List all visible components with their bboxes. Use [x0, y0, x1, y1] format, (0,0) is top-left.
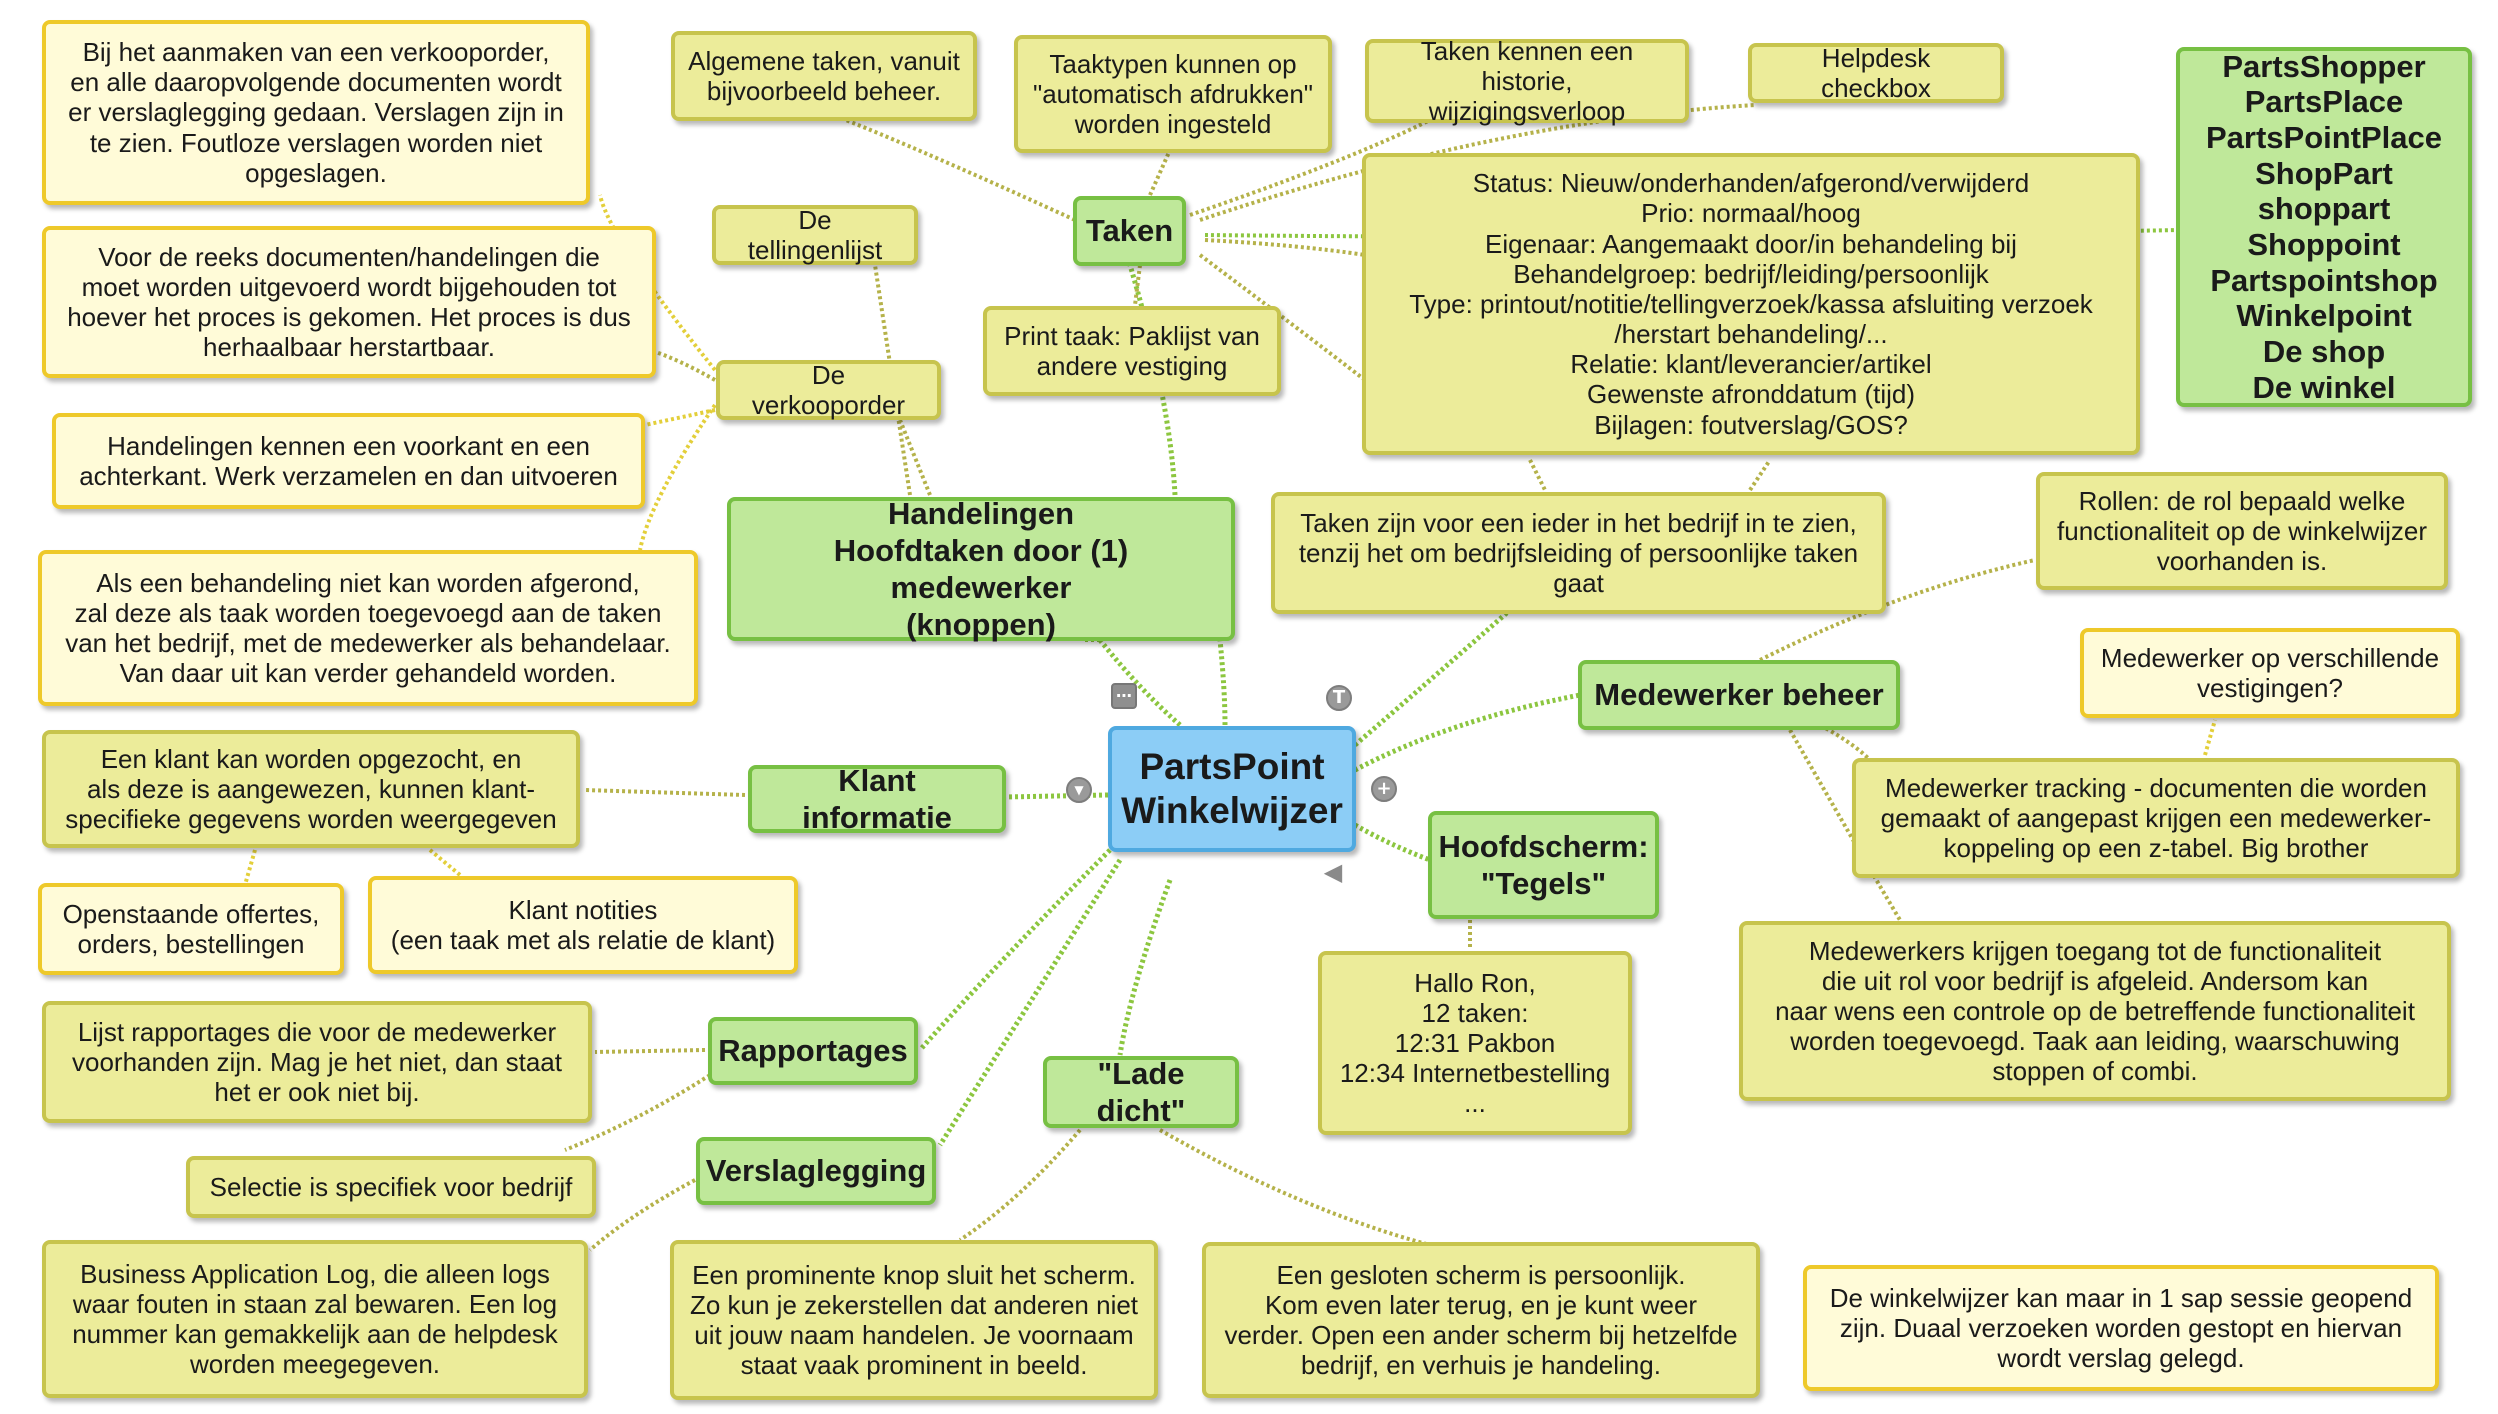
note-sap-sessie[interactable]: De winkelwijzer kan maar in 1 sap sessie…: [1803, 1265, 2439, 1391]
link-central-lade: [1117, 879, 1173, 1056]
note-lijst-rapportages[interactable]: Lijst rapportages die voor de medewerker…: [42, 1001, 592, 1123]
note-historie[interactable]: Taken kennen een historie, wijzigingsver…: [1365, 36, 1689, 126]
note-klant-opzoeken[interactable]: Een klant kan worden opgezocht, en als d…: [42, 730, 580, 848]
collapse-down-icon[interactable]: ▼: [1066, 777, 1092, 803]
note-gesloten-scherm[interactable]: Een gesloten scherm is persoonlijk. Kom …: [1202, 1242, 1760, 1398]
link-central-medewerker: [1353, 692, 1581, 773]
note-prominente-knop[interactable]: Een prominente knop sluit het scherm. Zo…: [670, 1240, 1158, 1400]
link-central-hoofdscherm: [1353, 822, 1431, 863]
note-medewerker-tracking[interactable]: Medewerker tracking - documenten die wor…: [1852, 758, 2460, 878]
topic-handelingen[interactable]: Handelingen Hoofdtaken door (1) medewerk…: [727, 496, 1235, 642]
note-voorkant-achterkant[interactable]: Handelingen kennen een voorkant en een a…: [52, 413, 645, 509]
link-central-rapportages: [918, 848, 1112, 1052]
topic-taken[interactable]: Taken: [1073, 196, 1186, 266]
topic-lade-dicht[interactable]: "Lade dicht": [1043, 1056, 1239, 1128]
link-handelingen-taken: [1127, 264, 1178, 496]
note-openstaande-offertes[interactable]: Openstaande offertes, orders, bestelling…: [38, 883, 344, 975]
note-taaktypen[interactable]: Taaktypen kunnen op "automatisch afdrukk…: [1014, 35, 1332, 153]
flag-icon[interactable]: ◀: [1323, 858, 1343, 886]
expand-icon[interactable]: +: [1371, 776, 1397, 802]
note-tellingenlijst[interactable]: De tellingenlijst: [712, 205, 918, 265]
note-helpdesk-checkbox[interactable]: Helpdesk checkbox: [1748, 43, 2004, 103]
note-business-application-log[interactable]: Business Application Log, die alleen log…: [42, 1240, 588, 1398]
topic-klant-informatie[interactable]: Klant informatie: [748, 763, 1006, 835]
collapse-top-icon[interactable]: T: [1326, 685, 1352, 711]
note-verschillende-vestigingen[interactable]: Medewerker op verschillende vestigingen?: [2080, 628, 2460, 718]
note-taak-status[interactable]: Status: Nieuw/onderhanden/afgerond/verwi…: [1362, 153, 2140, 455]
note-rollen[interactable]: Rollen: de rol bepaald welke functionali…: [2036, 472, 2448, 590]
note-selectie-bedrijf[interactable]: Selectie is specifiek voor bedrijf: [186, 1156, 596, 1218]
note-niet-afgerond[interactable]: Als een behandeling niet kan worden afge…: [38, 550, 698, 706]
note-verkooporder[interactable]: De verkooporder: [716, 360, 941, 420]
link-central-handelingen: [1217, 639, 1228, 726]
topic-medewerker-beheer[interactable]: Medewerker beheer: [1578, 660, 1900, 730]
more-options-icon[interactable]: ⋯: [1111, 683, 1137, 709]
topic-rapportages[interactable]: Rapportages: [708, 1017, 918, 1085]
central-topic[interactable]: PartsPoint Winkelwijzer: [1108, 726, 1356, 852]
note-print-taak[interactable]: Print taak: Paklijst van andere vestigin…: [983, 306, 1281, 396]
note-hallo-ron[interactable]: Hallo Ron, 12 taken: 12:31 Pakbon 12:34 …: [1318, 951, 1632, 1135]
link-central-handelingen-2: [1098, 638, 1182, 727]
topic-verslaglegging[interactable]: Verslaglegging: [696, 1137, 936, 1205]
note-algemene-taken[interactable]: Algemene taken, vanuit bijvoorbeeld behe…: [671, 31, 977, 121]
note-klant-notities[interactable]: Klant notities (een taak met als relatie…: [368, 876, 798, 974]
topic-hoofdscherm[interactable]: Hoofdscherm: "Tegels": [1428, 811, 1659, 919]
note-verslag-verkooporder[interactable]: Bij het aanmaken van een verkooporder, e…: [42, 20, 590, 205]
names-list-box[interactable]: PartsShopper PartsPlace PartsPointPlace …: [2176, 47, 2472, 407]
note-taken-ieder[interactable]: Taken zijn voor een ieder in het bedrijf…: [1271, 492, 1886, 614]
note-toegang-functionaliteit[interactable]: Medewerkers krijgen toegang tot de funct…: [1739, 921, 2451, 1101]
note-reeks-documenten[interactable]: Voor de reeks documenten/handelingen die…: [42, 226, 656, 378]
link-central-klant: [1004, 792, 1109, 800]
